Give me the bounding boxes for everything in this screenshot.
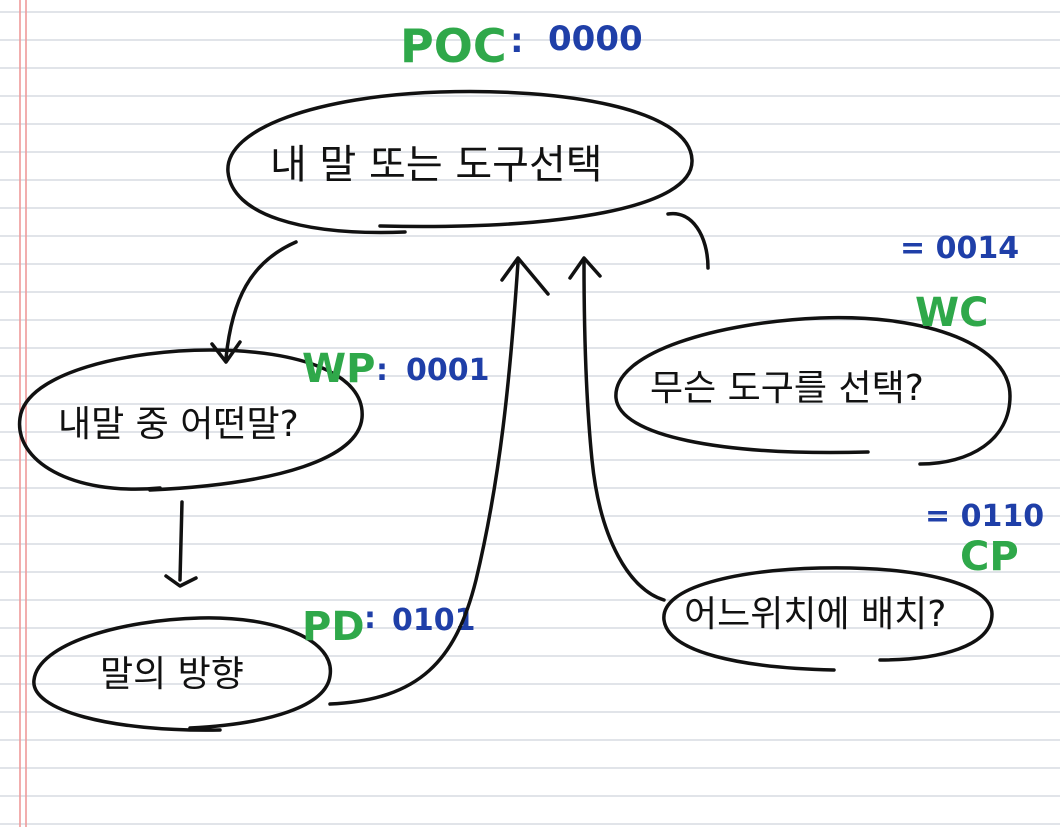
node-cp: 어느위치에 배치? CP = 0110 [662, 499, 1044, 672]
node-wc: 무슨 도구를 선택? WC = 0014 [614, 231, 1019, 466]
node-poc-code-colon: : [510, 21, 524, 61]
node-wp-code: 0001 [406, 353, 490, 388]
node-wp-outline [17, 348, 364, 492]
node-wc-label: 무슨 도구를 선택? [650, 368, 924, 409]
node-wp-label: 내말 중 어떤말? [58, 404, 299, 445]
node-pd-code-colon: : [364, 601, 376, 636]
node-poc-outline [226, 89, 694, 235]
node-pd: 말의 방향 PD : 0101 [32, 601, 476, 732]
node-pd-label: 말의 방향 [100, 654, 244, 695]
node-cp-label: 어느위치에 배치? [684, 594, 946, 635]
node-wp: 내말 중 어떤말? WP : 0001 [17, 346, 490, 492]
node-pd-outline [32, 616, 333, 732]
node-wc-tag: WC [915, 290, 988, 336]
node-wc-outline [614, 315, 1012, 466]
node-poc-code: 0000 [548, 19, 643, 59]
arrow-wp-to-pd [164, 500, 198, 588]
node-pd-tag: PD [302, 604, 365, 650]
ruled-lines [0, 11, 1060, 825]
node-poc: 내 말 또는 도구선택 POC : 0000 [226, 19, 694, 235]
node-wp-code-colon: : [376, 353, 388, 388]
arrow-poc-to-wp [210, 240, 298, 364]
node-poc-tag: POC [400, 19, 507, 73]
node-cp-code: = 0110 [925, 499, 1044, 534]
node-wc-code: = 0014 [900, 231, 1019, 266]
node-cp-outline [662, 566, 994, 672]
arrow-pd-to-poc [328, 256, 550, 706]
node-wp-tag: WP [302, 346, 375, 392]
node-cp-tag: CP [960, 534, 1019, 580]
node-poc-label: 내 말 또는 도구선택 [270, 142, 603, 188]
arrow-cp-to-poc [568, 256, 666, 602]
arrow-wc-to-poc [666, 211, 710, 270]
